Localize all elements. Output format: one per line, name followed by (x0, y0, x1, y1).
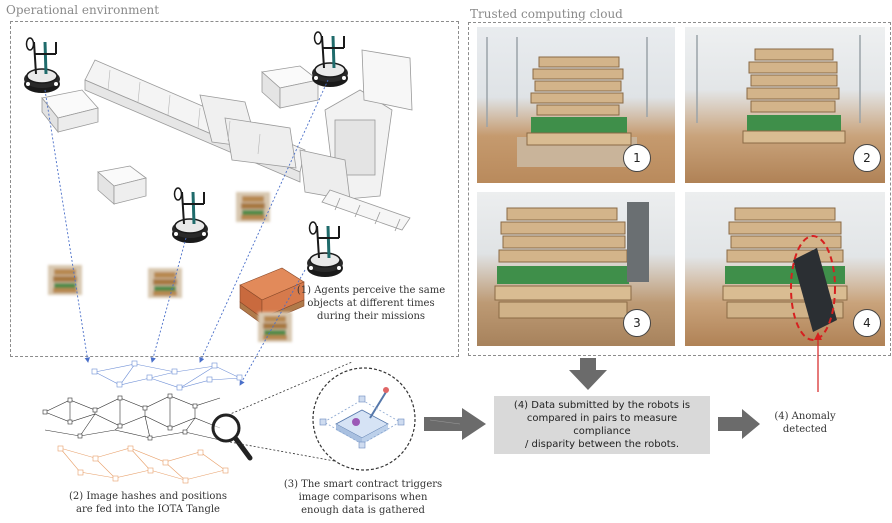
step3-caption: (3) The smart contract triggers image co… (268, 478, 458, 517)
arrow-to-comparison (424, 408, 486, 440)
step1-line: objects at different times (307, 298, 435, 309)
step2-caption: (2) Image hashes and positions are fed i… (38, 490, 258, 516)
photo-number-badge: 2 (853, 144, 881, 172)
arrow-down-from-cloud (569, 358, 607, 390)
trusted-cloud-frame (468, 22, 891, 356)
step1-line: during their missions (316, 311, 426, 322)
photo-4: 4 (685, 192, 885, 346)
step4-line: (4) Data submitted by the robots is (513, 400, 691, 411)
step3-line: image comparisons when (298, 492, 428, 503)
step2-line: are fed into the IOTA Tangle (76, 504, 220, 515)
iota-tangle (42, 360, 243, 484)
trusted-cloud-title: Trusted computing cloud (470, 7, 623, 21)
anomaly-object (793, 248, 837, 332)
step1-caption: (1) Agents perceive the same objects at … (296, 284, 446, 323)
photo-number-badge: 1 (623, 144, 651, 172)
photo-2: 2 (685, 27, 885, 183)
photo-number-badge: 4 (853, 309, 881, 337)
smart-contract-icon (319, 387, 405, 449)
photo-3: 3 (477, 192, 675, 346)
step4-line: / disparity between the robots. (524, 439, 680, 450)
step4-line: compared in pairs to measure compliance (526, 413, 678, 437)
magnifier-icon (211, 413, 253, 461)
photo-number-badge: 3 (623, 309, 651, 337)
operational-environment-frame (10, 21, 459, 357)
step1-line: (1) Agents perceive the same (296, 285, 446, 296)
brick-pallet (239, 267, 305, 325)
step3-line: enough data is gathered (301, 505, 425, 516)
anomaly-line: (4) Anomaly (774, 411, 836, 422)
anomaly-line: detected (782, 424, 828, 435)
step2-line: (2) Image hashes and positions (69, 491, 227, 502)
anomaly-caption: (4) Anomaly detected (760, 410, 850, 436)
anomaly-marker-icon (790, 235, 836, 341)
arrow-to-anomaly (718, 409, 760, 439)
comparison-box: (4) Data submitted by the robots is comp… (494, 396, 710, 454)
operational-environment-title: Operational environment (6, 3, 160, 17)
photo-1: 1 (477, 27, 675, 183)
step3-line: (3) The smart contract triggers (283, 479, 443, 490)
